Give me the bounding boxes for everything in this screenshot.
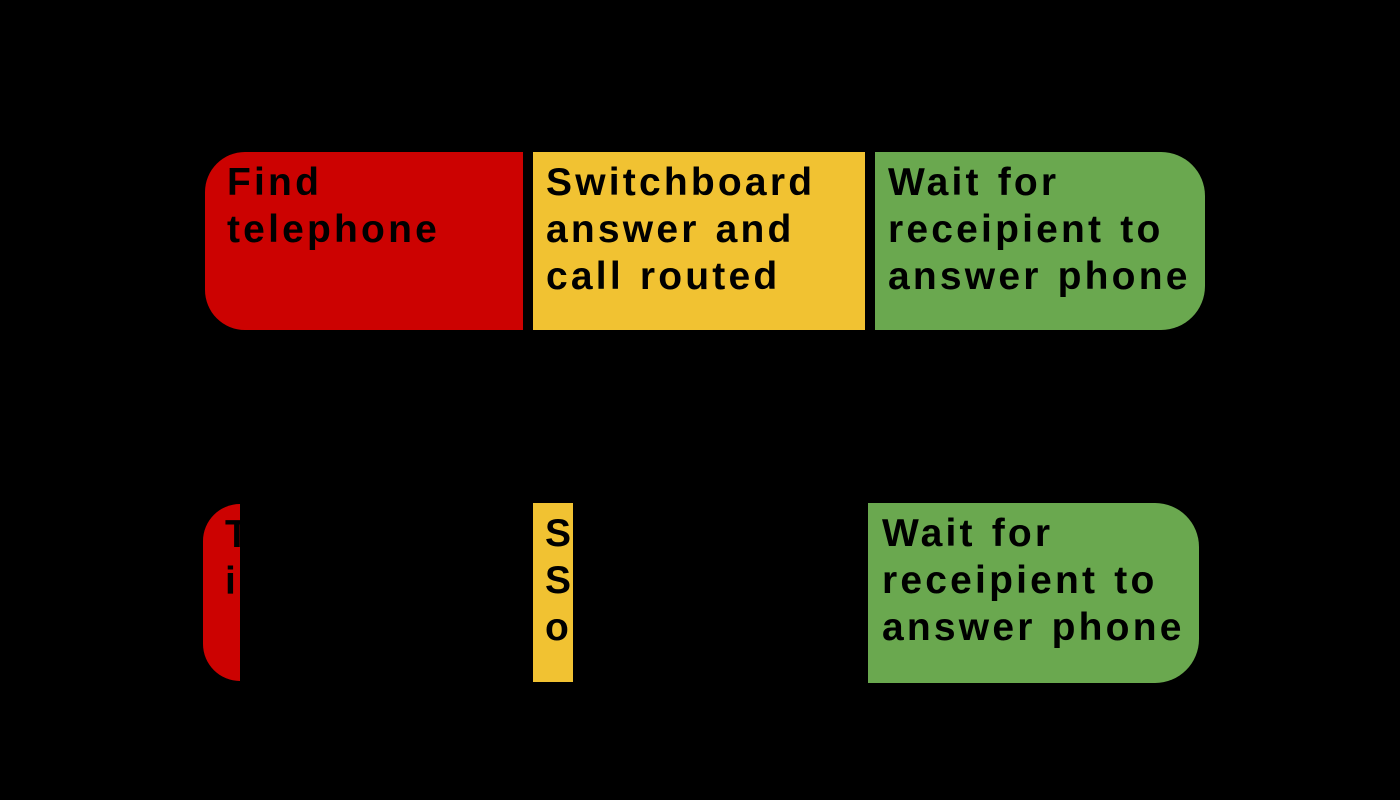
step-switchboard-answer: Switchboard answer and call routed [533,152,865,330]
step-text-line: answer and [546,208,795,251]
step-text-line: receipient to [882,559,1158,602]
step-find-telephone: Find telephone [205,152,523,330]
step-wait-for-recipient-top: Wait for receipient to answer phone [875,152,1205,330]
step-text-line: Switchboard [546,161,816,204]
step-text-line: call routed [546,255,781,298]
step-text-line: receipient to [888,208,1164,251]
step-text-line: Find [227,161,323,204]
step-text-line: S [545,559,573,602]
step-yellow-clipped: S S o [533,503,573,682]
step-text-line: telephone [227,208,440,251]
step-text-line: Wait for [882,512,1054,555]
step-text-line: o [545,606,573,649]
step-text-line: answer phone [882,606,1185,649]
step-text-line: T [225,511,240,558]
step-text-line: answer phone [888,255,1191,298]
step-wait-for-recipient-bottom: Wait for receipient to answer phone [868,503,1199,683]
step-text-line: Wait for [888,161,1060,204]
step-text-line: i [225,560,240,603]
step-red-clipped: T i [203,504,240,681]
step-text-line: S [545,512,573,555]
